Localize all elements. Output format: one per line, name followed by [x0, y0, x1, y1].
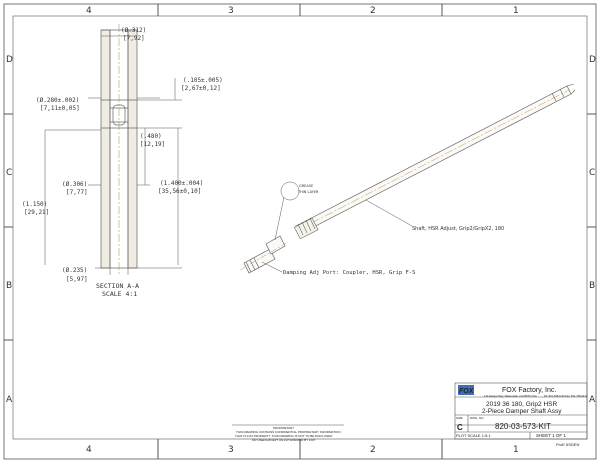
logo-text: FOX	[459, 388, 475, 395]
col-label-top: 4	[86, 6, 92, 16]
dim-top-od-mm: [7,92]	[123, 35, 145, 42]
iso-view: GREASE THIN LAYER Shaft, HSR Adjust, Gri…	[239, 83, 576, 276]
company-name: FOX Factory, Inc.	[502, 387, 556, 394]
shaft-end-details	[551, 83, 576, 102]
shaft-thread	[293, 217, 319, 240]
col-label-top: 2	[370, 6, 376, 16]
port-label: Damping Adj Port: Coupler, HSR, Grip F-S	[283, 270, 415, 276]
dim-groove-width: (.105±.005)	[183, 77, 223, 84]
company-logo	[458, 385, 474, 395]
dim-depth: (1.400±.004)	[160, 180, 203, 187]
section-walls	[100, 29, 138, 269]
section-view: (Ø.312) [7,92] (.105±.005) [2,67±0,12] (…	[22, 24, 223, 298]
border-labels: 4 3 2 1 4 3 2 1 D C B A D C B A	[6, 6, 596, 455]
grease-callout	[274, 181, 300, 241]
shaft-label: Shaft, HSR Adjust, Grip2/GripX2, 180	[412, 226, 504, 232]
company-phone: Ph: 831-768-1100 Fax: 831-768-9312	[544, 394, 588, 398]
dim-lower-depth: (.480)	[140, 133, 162, 140]
row-label-left: A	[6, 395, 13, 405]
dim-top-od: (Ø.312)	[121, 27, 146, 34]
row-label-right: C	[589, 168, 595, 178]
dim-mid-id: (Ø.306)	[62, 181, 87, 188]
dim-bottom-id: (Ø.235)	[62, 267, 87, 274]
col-label-bottom: 3	[228, 445, 234, 455]
dim-groove-width-mm: [2,67±0,12]	[181, 85, 221, 92]
dwg-number: 820-03-573-KIT	[495, 422, 551, 431]
svg-text:THIS DRAWING CONTAINS CONFIDEN: THIS DRAWING CONTAINS CONFIDENTIAL PROPR…	[236, 430, 341, 434]
col-label-bottom: 1	[513, 445, 519, 455]
size-label: SIZE	[456, 416, 463, 420]
dim-upper-id-mm: [7,11±0,05]	[40, 105, 80, 112]
title-line-2: 2-Piece Damper Shaft Assy	[482, 408, 562, 415]
dim-depth-mm: [35,56±0,10]	[158, 188, 201, 195]
section-scale: SCALE 4:1	[102, 290, 137, 298]
grease-note-line1: GREASE	[299, 184, 313, 188]
row-label-right: B	[589, 281, 595, 291]
row-label-right: A	[589, 395, 596, 405]
col-label-bottom: 2	[370, 445, 376, 455]
size-value: C	[457, 423, 463, 432]
drawing-border	[3, 3, 597, 460]
dimension-lines	[44, 35, 182, 275]
coupler-port	[243, 235, 286, 274]
svg-text:PROPRIETARY: PROPRIETARY	[273, 426, 294, 430]
sheet-number: SHEET 1 OF 1	[536, 433, 566, 438]
title-block: FOX FOX Factory, Inc. 130 Hangar Way, Wa…	[232, 382, 588, 447]
dim-upper-id: (Ø.280±.002)	[36, 97, 79, 104]
section-label: SECTION A-A	[96, 282, 139, 290]
grease-note: GREASE THIN LAYER	[297, 184, 319, 194]
svg-text:THAT IS FOX PROPERTY. THIS DRA: THAT IS FOX PROPERTY. THIS DRAWING IS NO…	[235, 434, 333, 438]
dim-total: (1.150)	[22, 201, 47, 208]
dwg-no-label: DWG. NO.	[470, 416, 484, 420]
row-label-right: D	[589, 55, 596, 65]
col-label-top: 1	[513, 6, 519, 16]
grease-note-line2: THIN LAYER	[297, 190, 319, 194]
coupler-centerline	[239, 241, 289, 271]
col-label-top: 3	[228, 6, 234, 16]
dim-mid-id-mm: [7,77]	[66, 189, 88, 196]
row-label-left: C	[6, 168, 12, 178]
shaft-centerline	[297, 89, 570, 231]
dimension-texts: (Ø.312) [7,92] (.105±.005) [2,67±0,12] (…	[22, 27, 223, 298]
title-line-1: 2019 36 180, Grip2 HSR	[486, 401, 557, 408]
col-label-bottom: 4	[86, 445, 92, 455]
svg-text:OR USED EXCEPT AS AUTHORIZED B: OR USED EXCEPT AS AUTHORIZED BY FOX	[252, 438, 315, 442]
dim-lower-depth-mm: [12,19]	[140, 141, 165, 148]
software-tag: ProE 6SDEN	[556, 442, 579, 447]
row-label-left: B	[6, 281, 12, 291]
plot-scale: PLOT SCALE 1:5:1	[456, 433, 491, 438]
dim-total-mm: [29,21]	[24, 209, 49, 216]
dim-bottom-id-mm: [5,97]	[66, 276, 88, 283]
row-label-left: D	[6, 55, 13, 65]
proprietary-notice: PROPRIETARY THIS DRAWING CONTAINS CONFID…	[235, 426, 341, 442]
company-address: 130 Hangar Way, Watsonville, CA 95076 US…	[484, 394, 537, 398]
callout-leaders	[261, 199, 413, 273]
